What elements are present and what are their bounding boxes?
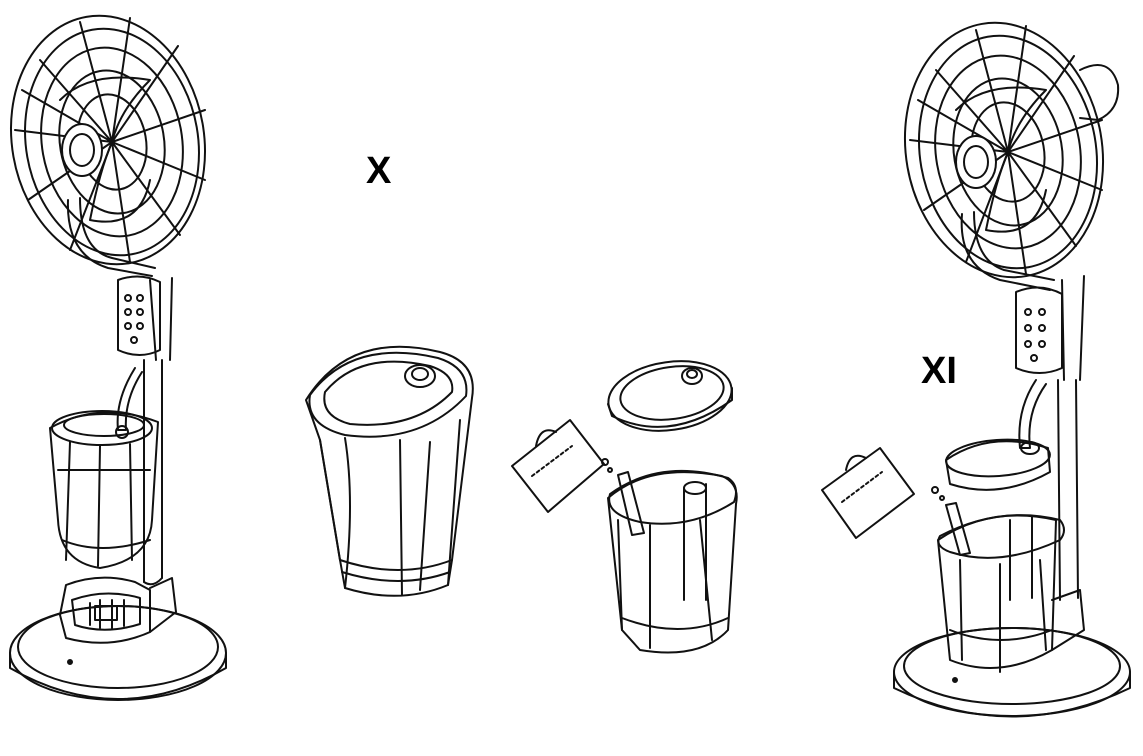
fan-tank-upper (49, 410, 159, 569)
filter-stick (617, 471, 645, 536)
motor-housing (1079, 64, 1120, 121)
figure-fan-tank-removed (9, 14, 227, 701)
tank-holder (59, 576, 177, 665)
figure-fan-reinstalled (821, 21, 1131, 718)
figure-tank-filling (511, 360, 738, 654)
control-panel-2 (1015, 286, 1063, 374)
sachet-2 (821, 447, 915, 539)
fan-head (9, 14, 207, 266)
water-tube (116, 367, 143, 431)
step-label-xi: XI (921, 350, 957, 392)
fan-base-2 (893, 627, 1131, 718)
sachet (511, 419, 605, 513)
tank-cap (607, 360, 733, 432)
tank-open (607, 469, 738, 654)
tank-lid-2 (945, 438, 1051, 491)
fan-neck (66, 197, 156, 277)
step-label-x: X (366, 150, 392, 192)
fan-neck-2 (960, 211, 1055, 291)
filter-stick-2 (945, 502, 971, 556)
control-panel (117, 275, 161, 356)
tank-installed (937, 514, 1085, 673)
fan-base (9, 605, 227, 701)
figure-water-tank (305, 345, 474, 597)
water-tube-2 (1018, 379, 1047, 449)
fan-pole-2 (1057, 275, 1085, 601)
fan-head-2 (903, 21, 1105, 279)
